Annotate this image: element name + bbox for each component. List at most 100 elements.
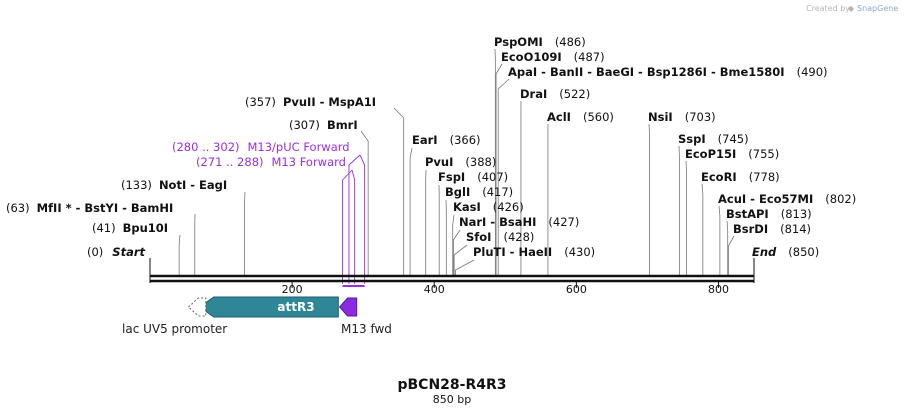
site-name: BglI	[445, 185, 470, 199]
site-pos: (366)	[450, 133, 481, 147]
site-pos: (407)	[477, 170, 508, 184]
primer-line	[351, 169, 356, 284]
cut-site-line	[701, 183, 704, 275]
site-pos: (41)	[92, 221, 116, 235]
site-label-sfoi[interactable]: SfoI (428)	[466, 230, 534, 244]
site-pos: (745)	[718, 132, 749, 146]
start-label: (0) Start	[87, 245, 146, 259]
site-label-kasi[interactable]: KasI(426)	[453, 200, 524, 214]
feature-attr3-arrow[interactable]	[198, 296, 339, 318]
cut-site-line	[360, 130, 369, 275]
site-name: EarI	[412, 133, 438, 147]
site-pos: (417)	[482, 185, 513, 199]
site-name: ApaI - BanII - BaeGI - Bsp1286I - Bme158…	[508, 65, 785, 79]
site-name: PspOMI	[494, 35, 543, 49]
site-label-bpu10i[interactable]: (41)Bpu10I	[92, 221, 168, 235]
site-label-nari-bsahi[interactable]: NarI - BsaHI(427)	[459, 215, 579, 229]
site-label-apai-group[interactable]: ApaI - BanII - BaeGI - Bsp1286I - Bme158…	[508, 65, 828, 79]
cut-site-labels: (41)Bpu10I (63)MfII * - BstYI - BamHI (1…	[6, 35, 856, 259]
site-name: BsrDI	[733, 222, 768, 236]
cut-site-line	[728, 235, 735, 275]
site-name: PvuI	[425, 155, 453, 169]
site-label-pvuii-mspa1i[interactable]: (357)PvuII - MspA1I	[245, 95, 376, 109]
feature-m13-fwd-label: M13 fwd	[341, 322, 392, 336]
primer-line	[342, 169, 353, 284]
cut-site-line	[393, 107, 405, 275]
site-label-noti-eagi[interactable]: (133)NotI - EagI	[121, 178, 227, 192]
site-pos: (307)	[289, 118, 320, 132]
site-pos: (428)	[503, 230, 534, 244]
primer-range: (271 .. 288)	[196, 155, 264, 169]
end-label: End(850)	[752, 245, 819, 259]
feature-lac-uv5-promoter-arrow[interactable]	[187, 297, 207, 317]
site-label-bsrdi[interactable]: BsrDI (814)	[733, 222, 811, 236]
site-pos: (802)	[825, 192, 856, 206]
brand-created-by: Created by	[806, 4, 850, 13]
start-name: Start	[112, 245, 145, 259]
cut-site-line	[409, 147, 413, 275]
site-name: PluTI - HaeII	[473, 245, 552, 259]
site-label-pspomi[interactable]: PspOMI (486)	[494, 35, 586, 49]
dna-backbone	[149, 258, 755, 283]
site-name: EcoP15I	[685, 147, 736, 161]
site-pos: (814)	[780, 222, 811, 236]
cut-site-line	[497, 78, 510, 275]
site-label-bstapi[interactable]: BstAPI(813)	[726, 207, 812, 221]
cut-site-line	[178, 234, 181, 275]
feature-m13-fwd-arrow[interactable]	[338, 297, 358, 317]
ruler-tick-label: 200	[282, 283, 303, 296]
site-label-eari[interactable]: EarI (366)	[412, 133, 481, 147]
cut-site-line	[453, 244, 468, 275]
site-name: MfII * - BstYI - BamHI	[37, 201, 174, 215]
site-name: BmrI	[327, 118, 358, 132]
site-label-ecop15i[interactable]: EcoP15I(755)	[685, 147, 779, 161]
site-label-ecoo109i[interactable]: EcoO109I(487)	[501, 50, 605, 64]
site-pos: (133)	[121, 178, 152, 192]
site-pos: (560)	[583, 110, 614, 124]
map-title: pBCN28-R4R3 850 bp	[397, 377, 506, 406]
site-label-pvui[interactable]: PvuI(388)	[425, 155, 496, 169]
site-pos: (426)	[493, 200, 524, 214]
site-name: FspI	[438, 170, 465, 184]
site-pos: (486)	[555, 35, 586, 49]
site-label-bmri[interactable]: (307) BmrI	[289, 118, 358, 132]
site-pos: (813)	[781, 207, 812, 221]
end-name: End	[752, 245, 777, 259]
site-pos: (522)	[559, 87, 590, 101]
primer-range: (280 .. 302)	[172, 140, 240, 154]
primer-lines	[342, 154, 366, 284]
site-label-bgli[interactable]: BglI (417)	[445, 185, 513, 199]
site-label-acui-eco57mi[interactable]: AcuI - Eco57MI(802)	[718, 192, 856, 206]
cut-site-line	[648, 123, 650, 275]
plasmid-name: pBCN28-R4R3	[397, 377, 506, 393]
start-pos: (0)	[87, 245, 103, 259]
site-name: EcoRI	[701, 170, 737, 184]
site-name: NarI - BsaHI	[459, 215, 536, 229]
cut-site-lines	[178, 48, 735, 275]
site-label-fspi[interactable]: FspI (407)	[438, 170, 508, 184]
ruler-tick-label: 400	[424, 283, 445, 296]
feature-attr3-label: attR3	[277, 300, 314, 314]
site-label-pluti-haeii[interactable]: PluTI - HaeII(430)	[473, 245, 595, 259]
primer-label-m13-puc-forward[interactable]: (280 .. 302)M13/pUC Forward	[172, 140, 350, 154]
sequence-ends: (0) Start End(850)	[87, 245, 819, 259]
site-label-ecori[interactable]: EcoRI (778)	[701, 170, 780, 184]
plasmid-length: 850 bp	[433, 393, 471, 406]
cut-site-line	[453, 229, 461, 275]
site-label-mfii-bstyi-bamhi[interactable]: (63)MfII * - BstYI - BamHI	[6, 201, 173, 215]
features: attR3 lac UV5 promoter M13 fwd	[122, 296, 392, 336]
site-name: EcoO109I	[501, 50, 562, 64]
brand-name: SnapGene	[857, 4, 898, 13]
site-pos: (778)	[749, 170, 780, 184]
site-label-sspi[interactable]: SspI(745)	[678, 132, 749, 146]
site-name: SfoI	[466, 230, 491, 244]
site-label-drai[interactable]: DraI(522)	[520, 87, 590, 101]
site-name: AclI	[547, 110, 571, 124]
primer-label-m13-forward[interactable]: (271 .. 288)M13 Forward	[196, 155, 346, 169]
cut-site-line	[455, 259, 475, 275]
snapgene-logo-icon: ◆	[848, 4, 855, 13]
site-name: PvuII - MspA1I	[283, 95, 376, 109]
site-label-nsii[interactable]: NsiI(703)	[648, 110, 716, 124]
site-label-acli[interactable]: AclI (560)	[547, 110, 614, 124]
